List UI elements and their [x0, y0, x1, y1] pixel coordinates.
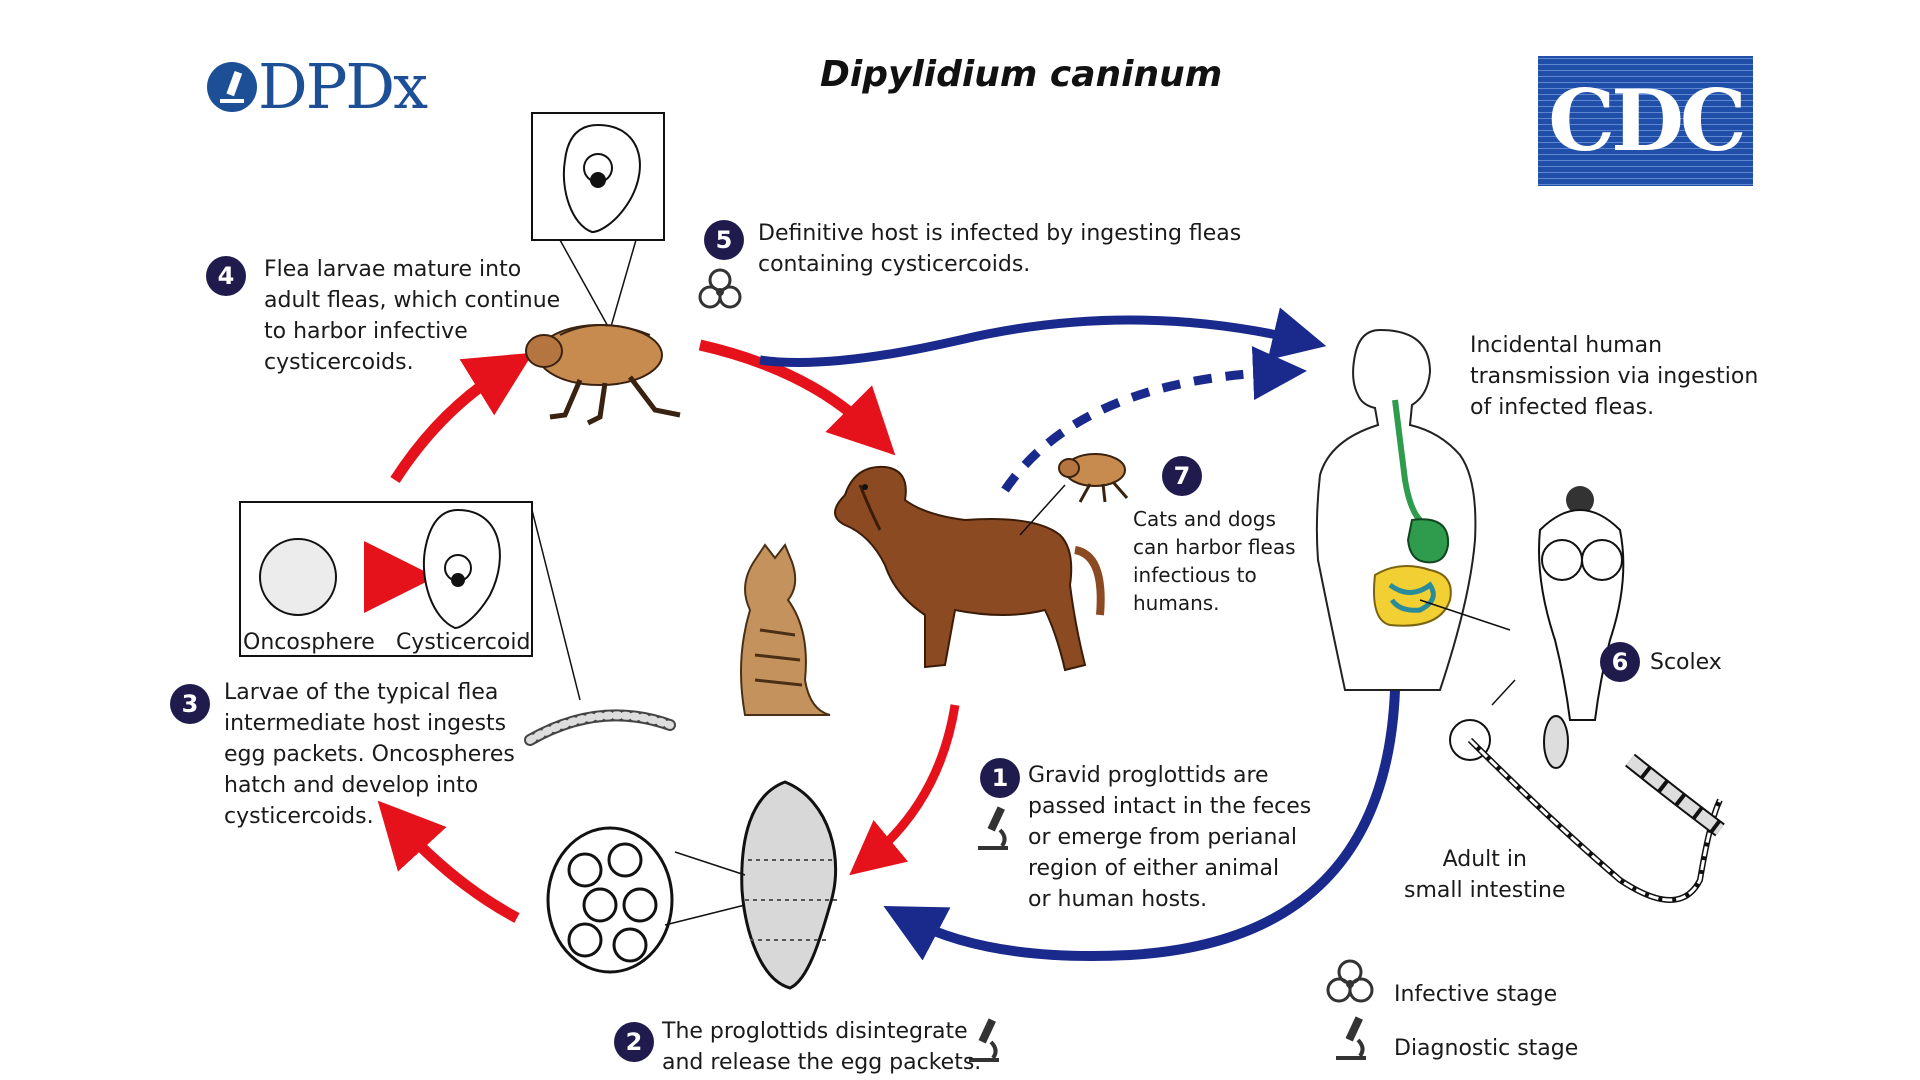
- small-flea: [1058, 453, 1129, 503]
- step-1-text: Gravid proglottids are passed intact in …: [1028, 763, 1312, 912]
- microscope-icon: [978, 806, 1008, 850]
- adult-tapeworm-drawing: [1449, 679, 1725, 903]
- cat: [740, 543, 831, 716]
- flea-larva: [524, 709, 676, 746]
- arrow-2-to-3: [377, 800, 520, 923]
- step-3-badge: 3: [170, 684, 210, 724]
- cdc-logo-text: CDC: [1548, 71, 1747, 170]
- legend-infective-label: Infective stage: [1394, 982, 1558, 1007]
- dog-flea-pointer: [1019, 484, 1066, 536]
- microscope-icon: [1336, 1016, 1366, 1060]
- biohazard-icon: [1326, 959, 1374, 1003]
- step-7-badge: 7: [1162, 456, 1202, 496]
- page-title: Dipylidium caninum: [820, 54, 1223, 95]
- legend-diagnostic-label: Diagnostic stage: [1394, 1036, 1579, 1061]
- human-figure: [1315, 328, 1511, 691]
- arrow-dog-to-2: [849, 704, 960, 876]
- arrow-human-to-1: [883, 689, 1400, 961]
- cysticercoid-label: Cysticercoid: [396, 630, 531, 655]
- step-2-badge: 2: [614, 1022, 654, 1062]
- cysticercoid-inset-top: [531, 112, 665, 331]
- oncosphere-cysticercoid-box: [239, 501, 581, 701]
- adult-label: Adult in small intestine: [1404, 847, 1566, 903]
- arrow-5-to-human: [759, 307, 1327, 367]
- arrow-4-to-dog: [698, 339, 896, 456]
- dpdx-microscope-icon: [207, 62, 257, 112]
- arrow-3-to-4: [390, 352, 534, 483]
- microscope-icon: [969, 1018, 999, 1062]
- cdc-logo: CDC: [1538, 56, 1753, 186]
- human-transmission-label: Incidental human transmission via ingest…: [1470, 333, 1759, 420]
- step-4-text: Flea larvae mature into adult fleas, whi…: [264, 257, 561, 375]
- biohazard-icon: [698, 268, 742, 309]
- gravid-proglottid: [664, 780, 838, 990]
- step-3-text: Larvae of the typical flea intermediate …: [224, 680, 515, 829]
- dog: [834, 465, 1105, 672]
- egg-packet-cluster: [546, 826, 674, 974]
- step-7-text: Cats and dogs can harbor fleas infectiou…: [1133, 507, 1296, 615]
- step-1-badge: 1: [980, 758, 1020, 798]
- step-2-text: The proglottids disintegrate and release…: [662, 1019, 982, 1075]
- adult-flea: [525, 324, 681, 426]
- cdc-logo-box: [1538, 56, 1753, 186]
- scolex-drawing: [1538, 486, 1625, 721]
- step-5-badge: 5: [704, 220, 744, 260]
- step-6-text: Scolex: [1650, 650, 1722, 675]
- dpdx-logo: DPDx: [206, 50, 428, 123]
- step-6-badge: 6: [1600, 642, 1640, 682]
- step-4-badge: 4: [206, 256, 246, 296]
- oncosphere-label: Oncosphere: [243, 630, 375, 655]
- arrow-7-dashed: [1001, 346, 1307, 493]
- dpdx-logo-text: DPDx: [258, 50, 428, 123]
- step-5-text: Definitive host is infected by ingesting…: [758, 221, 1242, 277]
